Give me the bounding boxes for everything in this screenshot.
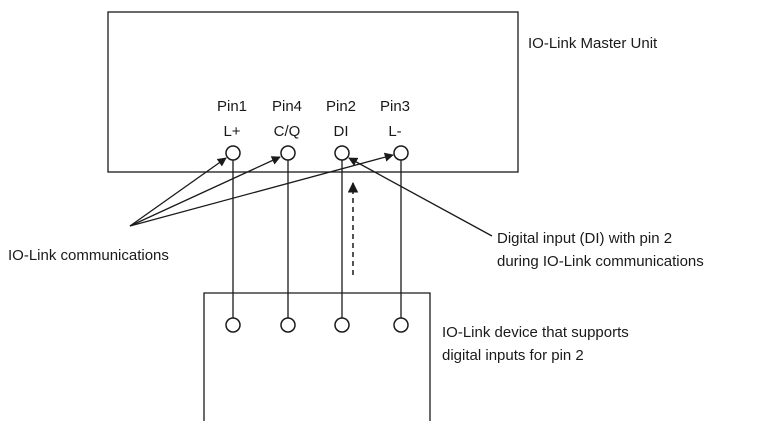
device-pin4-terminal: [280, 317, 296, 333]
device-pin3-terminal: [393, 317, 409, 333]
pin2-name: Pin2: [326, 98, 356, 115]
pin3-name: Pin3: [380, 98, 410, 115]
di-callout-line1: Digital input (DI) with pin 2: [497, 230, 672, 247]
device-label-line2: digital inputs for pin 2: [442, 347, 584, 364]
pin1-name: Pin1: [217, 98, 247, 115]
master-pin2-terminal: [334, 145, 350, 161]
di-callout-line2: during IO-Link communications: [497, 253, 704, 270]
master-pin3-terminal: [393, 145, 409, 161]
device-label-line1: IO-Link device that supports: [442, 324, 629, 341]
io-link-communications-label: IO-Link communications: [8, 247, 169, 264]
pin1-signal: L+: [223, 123, 240, 140]
device-pin1-terminal: [225, 317, 241, 333]
device-pin2-terminal: [334, 317, 350, 333]
master-unit-box: [107, 11, 519, 173]
di-callout-arrow: [348, 157, 493, 237]
pin4-signal: C/Q: [274, 123, 301, 140]
comm-arrow-pin1: [129, 157, 227, 227]
master-pin1-terminal: [225, 145, 241, 161]
comm-arrow-pin4: [129, 156, 281, 227]
pin3-signal: L-: [388, 123, 401, 140]
master-unit-label: IO-Link Master Unit: [528, 35, 658, 52]
master-pin4-terminal: [280, 145, 296, 161]
pin4-name: Pin4: [272, 98, 302, 115]
comm-arrow-pin3: [129, 152, 394, 227]
device-box: [203, 292, 431, 421]
pin2-signal: DI: [334, 123, 349, 140]
